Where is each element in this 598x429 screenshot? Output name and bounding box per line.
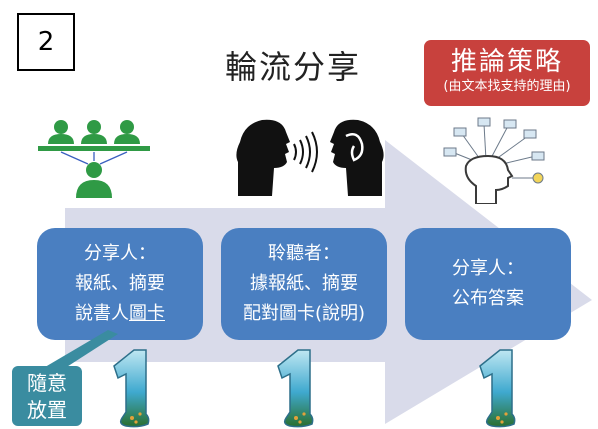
step3-heading: 分享人： <box>452 258 524 279</box>
step2-heading: 聆聽者： <box>268 243 340 264</box>
step1-heading: 分享人： <box>84 243 156 264</box>
digit-one-graphic <box>277 349 314 428</box>
thinking-head-network-icon <box>443 117 545 204</box>
group-meeting-icon <box>38 120 150 198</box>
step1-line2-underlined: 圖卡 <box>129 303 165 324</box>
step1-line1: 報紙、摘要 <box>75 273 165 294</box>
step2-line2: 配對圖卡(說明) <box>242 303 366 324</box>
speaking-listening-icon <box>236 119 384 196</box>
step2-line1: 據報紙、摘要 <box>250 273 358 294</box>
digit-one-graphic <box>479 349 516 428</box>
page-title: 輪流分享 <box>225 48 362 86</box>
step-announce-answer: 分享人： 公布答案 <box>405 228 571 340</box>
slide-number: 2 <box>37 27 55 57</box>
note-line2: 放置 <box>27 398 67 422</box>
strategy-subtitle: (由文本找支持的理由) <box>443 79 571 94</box>
step3-line1: 公布答案 <box>452 288 524 309</box>
slide-number-box: 2 <box>17 13 75 71</box>
digit-one-graphic <box>113 349 150 428</box>
step-listener: 聆聽者： 據報紙、摘要 配對圖卡(說明) <box>221 228 387 340</box>
strategy-title: 推論策略 <box>450 47 563 77</box>
step1-line2: 說書人圖卡 <box>37 299 203 329</box>
strategy-badge: 推論策略 (由文本找支持的理由) <box>424 40 590 106</box>
step-share-person: 分享人： 報紙、摘要 說書人圖卡 <box>37 228 203 340</box>
step1-line2-text: 說書人 <box>75 303 129 324</box>
free-placement-note: 隨意 放置 <box>12 366 82 426</box>
note-line1: 隨意 <box>27 371 67 395</box>
